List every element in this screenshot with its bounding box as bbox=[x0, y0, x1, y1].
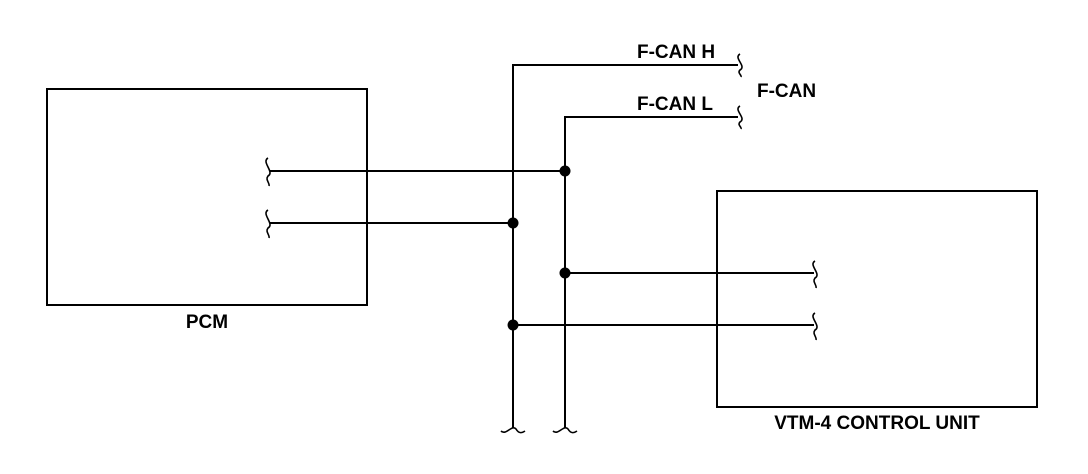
wire-break-symbol bbox=[265, 209, 271, 239]
splice-point bbox=[559, 165, 571, 177]
splice-point bbox=[559, 267, 571, 279]
fcan-l-label: F-CAN L bbox=[637, 94, 713, 115]
fcan-h-bus-line bbox=[512, 64, 738, 428]
splice-point bbox=[507, 319, 519, 331]
wire-break-symbol bbox=[265, 157, 271, 187]
wire-break-symbol bbox=[812, 312, 818, 341]
splice-point bbox=[507, 217, 519, 229]
wire-break-symbol bbox=[500, 427, 526, 434]
fcan-h-label: F-CAN H bbox=[637, 42, 715, 63]
wire-break-symbol bbox=[737, 53, 743, 78]
wire-break-symbol bbox=[737, 105, 743, 130]
pcm-label: PCM bbox=[186, 312, 228, 333]
vtm4-control-unit-box bbox=[716, 190, 1038, 408]
vtm4-control-unit-label: VTM-4 CONTROL UNIT bbox=[774, 413, 980, 434]
wire-break-symbol bbox=[552, 427, 578, 434]
pcm-box bbox=[46, 88, 368, 306]
wire-break-symbol bbox=[812, 260, 818, 289]
fcan-label: F-CAN bbox=[757, 81, 816, 102]
